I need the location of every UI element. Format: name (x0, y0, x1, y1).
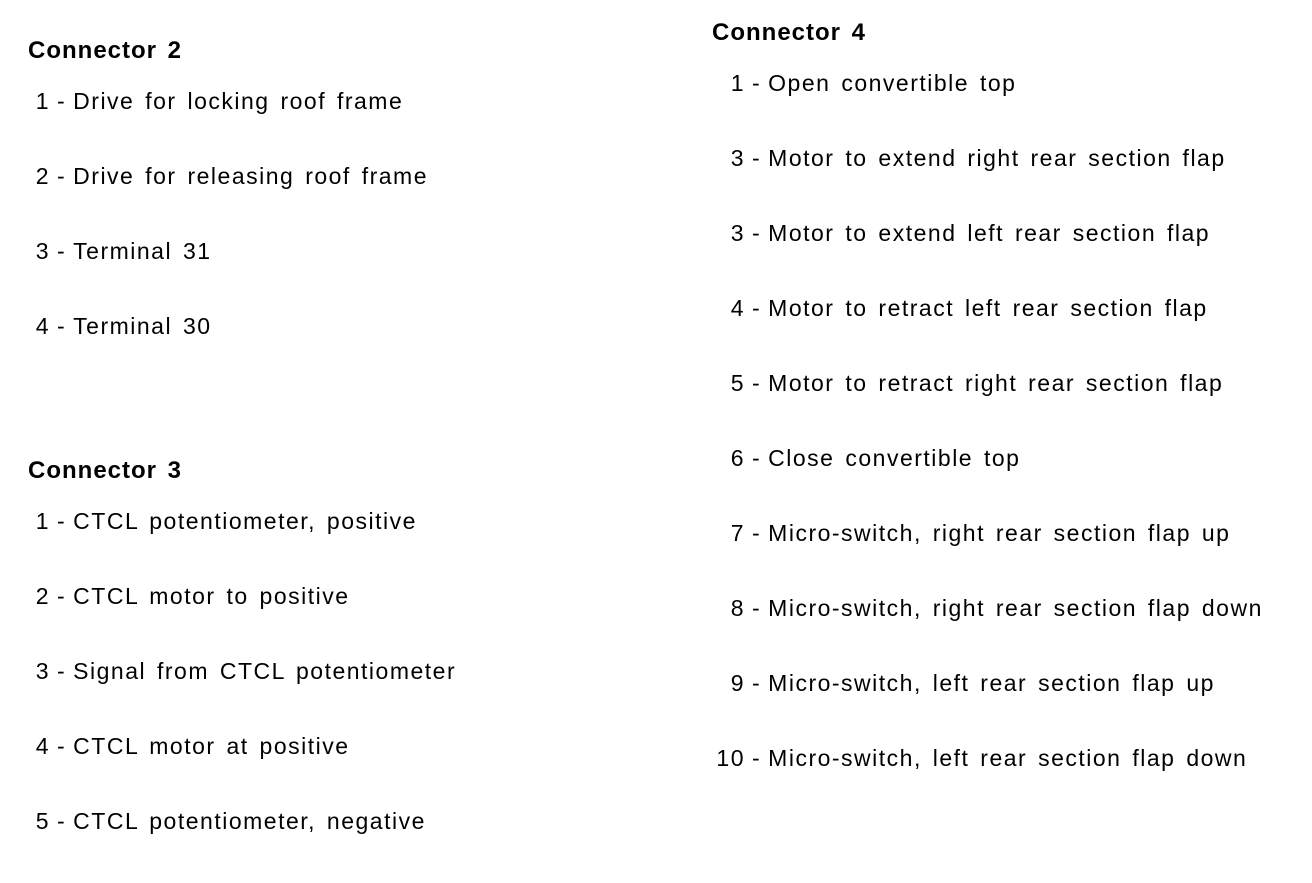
connector-4-section: Connector 4 1-Open convertible top 3-Mot… (712, 20, 1302, 820)
pin-number: 9 (730, 670, 745, 696)
pin-label: Motor to retract right rear section flap (768, 370, 1224, 396)
pin-number: 3 (35, 238, 50, 264)
pin-number: 4 (35, 313, 50, 339)
pin-label: Terminal 31 (73, 238, 212, 264)
pin-number: 4 (730, 295, 745, 321)
pin-item: 5-CTCL potentiometer, negative (28, 808, 678, 883)
pin-separator: - (752, 595, 762, 621)
pin-number: 4 (35, 733, 50, 759)
pin-separator: - (752, 670, 762, 696)
pin-item: 10-Micro-switch, left rear section flap … (712, 745, 1302, 820)
pin-number: 1 (730, 70, 745, 96)
pin-item: 4-Terminal 30 (28, 313, 678, 388)
pin-label: Micro-switch, right rear section flap do… (768, 595, 1263, 621)
pin-separator: - (57, 508, 67, 534)
pin-separator: - (57, 313, 67, 339)
pin-separator: - (752, 745, 762, 771)
pin-label: Terminal 30 (73, 313, 212, 339)
pin-item: 5-Motor to retract right rear section fl… (712, 370, 1302, 445)
pin-label: Micro-switch, left rear section flap up (768, 670, 1215, 696)
connector-2-heading: Connector 2 (28, 37, 183, 64)
pin-item: 1-Drive for locking roof frame (28, 88, 678, 163)
pin-label: Micro-switch, left rear section flap dow… (768, 745, 1248, 771)
pin-label: Drive for releasing roof frame (73, 163, 429, 189)
pin-number: 3 (730, 145, 745, 171)
pin-item: 6-Close convertible top (712, 445, 1302, 520)
pin-item: 4-CTCL motor at positive (28, 733, 678, 808)
connector-3-section: Connector 3 1-CTCL potentiometer, positi… (28, 458, 678, 883)
pin-number: 3 (730, 220, 745, 246)
pin-number: 3 (35, 658, 50, 684)
pin-label: CTCL potentiometer, negative (73, 808, 426, 834)
pin-label: CTCL potentiometer, positive (73, 508, 417, 534)
pin-separator: - (752, 445, 762, 471)
pin-item: 1-Open convertible top (712, 70, 1302, 145)
pin-separator: - (57, 733, 67, 759)
pin-separator: - (752, 295, 762, 321)
pin-number: 5 (35, 808, 50, 834)
pin-separator: - (752, 370, 762, 396)
pin-separator: - (57, 238, 67, 264)
pin-separator: - (752, 145, 762, 171)
pin-label: CTCL motor to positive (73, 583, 350, 609)
pin-separator: - (57, 583, 67, 609)
pin-label: Drive for locking roof frame (73, 88, 404, 114)
pin-item: 7-Micro-switch, right rear section flap … (712, 520, 1302, 595)
pin-item: 1-CTCL potentiometer, positive (28, 508, 678, 583)
pin-item: 3-Terminal 31 (28, 238, 678, 313)
pin-number: 6 (730, 445, 745, 471)
pin-number: 7 (730, 520, 745, 546)
pin-label: Close convertible top (768, 445, 1021, 471)
pin-separator: - (752, 520, 762, 546)
pin-item: 2-Drive for releasing roof frame (28, 163, 678, 238)
pin-item: 3-Motor to extend left rear section flap (712, 220, 1302, 295)
pin-label: Signal from CTCL potentiometer (73, 658, 457, 684)
pin-separator: - (57, 88, 67, 114)
pin-label: Motor to retract left rear section flap (768, 295, 1208, 321)
pin-item: 3-Signal from CTCL potentiometer (28, 658, 678, 733)
pin-number: 5 (730, 370, 745, 396)
connector-2-section: Connector 2 1-Drive for locking roof fra… (28, 38, 678, 388)
pin-label: Motor to extend right rear section flap (768, 145, 1226, 171)
pin-label: Open convertible top (768, 70, 1017, 96)
pin-label: Motor to extend left rear section flap (768, 220, 1211, 246)
pin-number: 2 (35, 583, 50, 609)
connector-4-heading: Connector 4 (712, 19, 867, 46)
pin-item: 8-Micro-switch, right rear section flap … (712, 595, 1302, 670)
pin-separator: - (57, 808, 67, 834)
pin-item: 3-Motor to extend right rear section fla… (712, 145, 1302, 220)
pin-separator: - (752, 70, 762, 96)
pin-item: 9-Micro-switch, left rear section flap u… (712, 670, 1302, 745)
right-column: Connector 4 1-Open convertible top 3-Mot… (712, 20, 1302, 820)
pin-label: CTCL motor at positive (73, 733, 350, 759)
pin-number: 8 (730, 595, 745, 621)
pin-item: 4-Motor to retract left rear section fla… (712, 295, 1302, 370)
pin-number: 10 (716, 745, 745, 771)
pin-number: 2 (35, 163, 50, 189)
pin-label: Micro-switch, right rear section flap up (768, 520, 1231, 546)
pin-separator: - (57, 658, 67, 684)
connector-3-heading: Connector 3 (28, 457, 183, 484)
pin-number: 1 (35, 88, 50, 114)
pin-number: 1 (35, 508, 50, 534)
pin-separator: - (57, 163, 67, 189)
pin-item: 2-CTCL motor to positive (28, 583, 678, 658)
left-column: Connector 2 1-Drive for locking roof fra… (28, 38, 678, 883)
pin-separator: - (752, 220, 762, 246)
